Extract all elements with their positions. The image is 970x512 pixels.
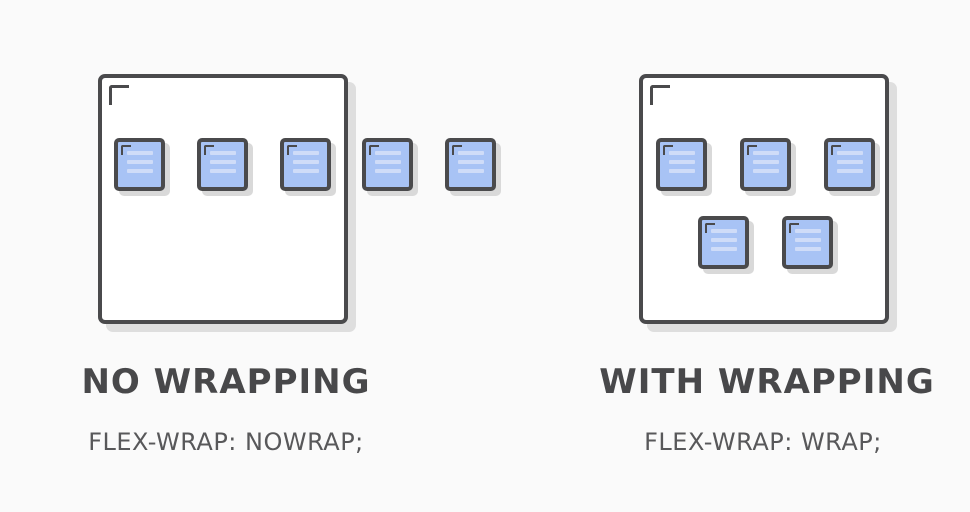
nowrap-item xyxy=(114,138,165,191)
nowrap-title: NO WRAPPING xyxy=(81,362,371,402)
wrap-item xyxy=(824,138,875,191)
item-corner-icon xyxy=(747,145,757,155)
item-corner-icon xyxy=(121,145,131,155)
item-corner-icon xyxy=(452,145,462,155)
container-corner-icon xyxy=(109,85,129,105)
item-corner-icon xyxy=(663,145,673,155)
wrap-item-second-row xyxy=(782,216,833,269)
nowrap-code: FLEX-WRAP: NOWRAP; xyxy=(88,428,364,456)
nowrap-item xyxy=(197,138,248,191)
item-corner-icon xyxy=(831,145,841,155)
container-corner-icon xyxy=(650,85,670,105)
item-corner-icon xyxy=(204,145,214,155)
item-corner-icon xyxy=(705,223,715,233)
nowrap-container xyxy=(98,74,348,324)
nowrap-item-overflow xyxy=(362,138,413,191)
wrap-item xyxy=(656,138,707,191)
wrap-title: WITH WRAPPING xyxy=(599,362,935,402)
item-corner-icon xyxy=(789,223,799,233)
nowrap-item-overflow xyxy=(445,138,496,191)
item-corner-icon xyxy=(369,145,379,155)
nowrap-item xyxy=(280,138,331,191)
wrap-code: FLEX-WRAP: WRAP; xyxy=(644,428,882,456)
wrap-item xyxy=(740,138,791,191)
wrap-item-second-row xyxy=(698,216,749,269)
wrap-container xyxy=(639,74,889,324)
item-corner-icon xyxy=(287,145,297,155)
